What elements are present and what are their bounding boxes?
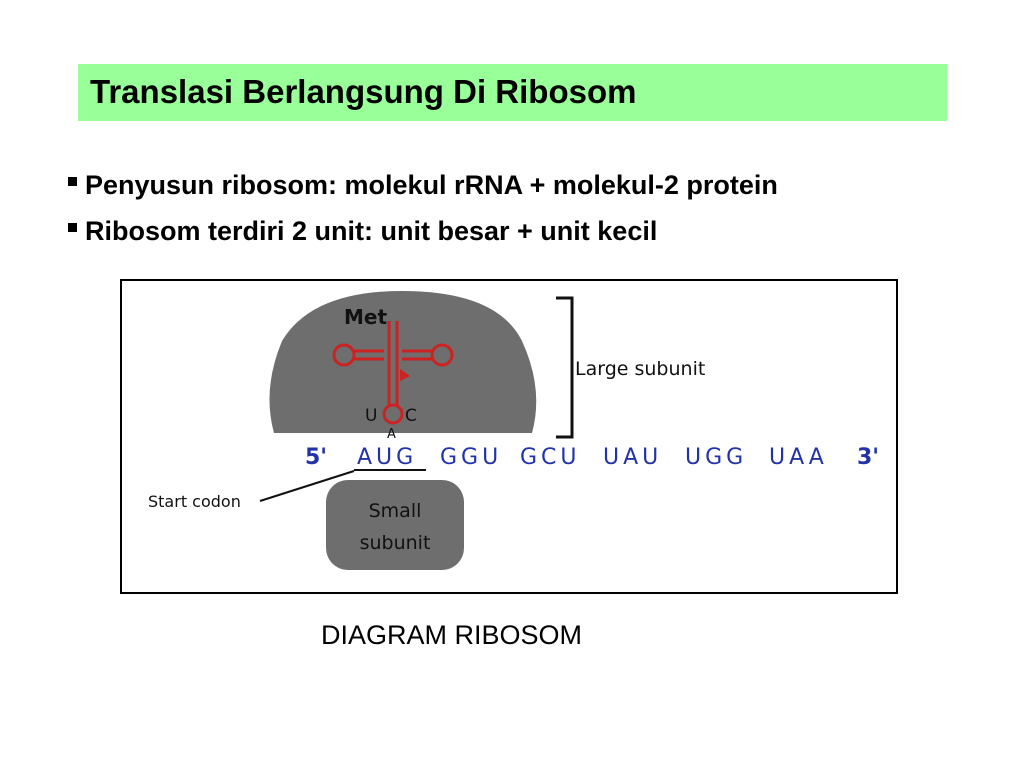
ribosome-diagram: Met U A C Large subunit 5' AUG GGU GCU U… [120, 279, 898, 594]
met-label: Met [344, 305, 387, 329]
large-subunit-shape [269, 291, 537, 433]
small-subunit-shape [326, 480, 464, 570]
anticodon-c: C [405, 406, 417, 426]
large-subunit-bracket [556, 296, 574, 439]
bullet-list: Penyusun ribosom: molekul rRNA + molekul… [68, 162, 778, 254]
diagram-caption: DIAGRAM RIBOSOM [321, 620, 583, 650]
codon: GGU [440, 445, 502, 470]
large-subunit-label: Large subunit [575, 358, 705, 380]
codon: GCU [520, 445, 581, 470]
small-subunit-label: subunit [360, 532, 431, 554]
bullet-text: Penyusun ribosom: molekul rRNA + molekul… [85, 169, 778, 200]
anticodon-a: A [387, 427, 396, 442]
ribosome-diagram-svg: Met U A C Large subunit 5' AUG GGU GCU U… [148, 291, 879, 570]
codon: UGG [685, 445, 747, 470]
trna-icon [332, 321, 454, 425]
title-bar: Translasi Berlangsung Di Ribosom [78, 64, 947, 121]
start-codon-pointer-line [259, 470, 355, 502]
bullet-text: Ribosom terdiri 2 unit: unit besar + uni… [85, 215, 658, 246]
anticodon-u: U [365, 406, 377, 426]
trna-arrow-icon [400, 369, 410, 381]
codon: UAU [603, 445, 662, 470]
start-codon-label: Start codon [148, 492, 241, 511]
bullet-item: Ribosom terdiri 2 unit: unit besar + uni… [68, 208, 778, 254]
codon: AUG [357, 445, 417, 470]
three-prime-label: 3' [857, 445, 879, 470]
bullet-item: Penyusun ribosom: molekul rRNA + molekul… [68, 162, 778, 208]
codon: UAA [769, 445, 828, 470]
small-subunit-label: Small [369, 500, 422, 522]
five-prime-label: 5' [305, 445, 327, 470]
slide-title: Translasi Berlangsung Di Ribosom [90, 73, 637, 110]
bullet-square-icon [68, 222, 77, 232]
bullet-square-icon [68, 176, 77, 186]
